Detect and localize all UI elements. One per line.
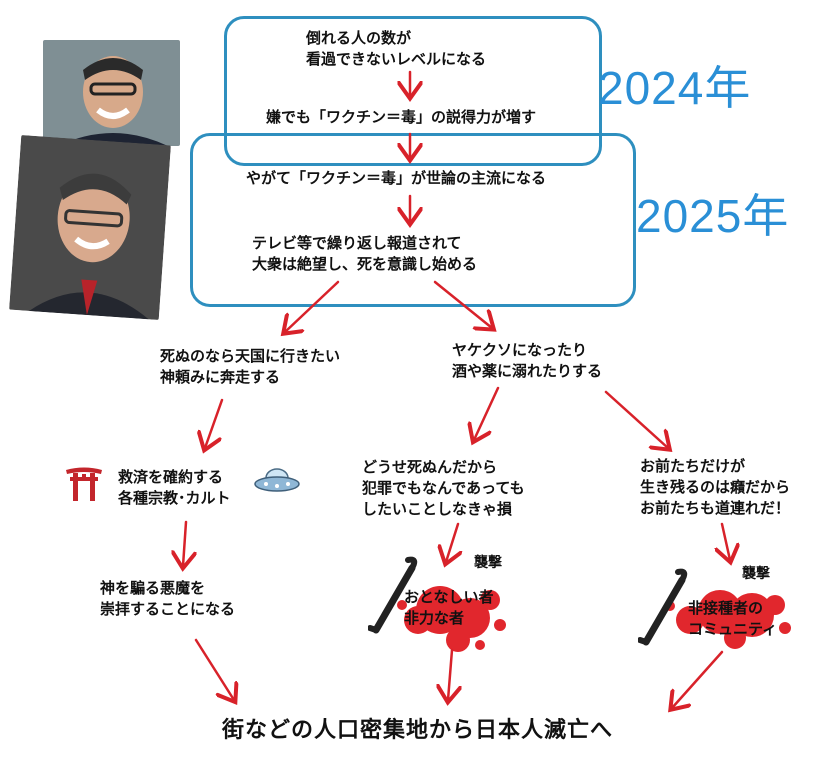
- crowbar-icon: [367, 556, 424, 636]
- box-2024: [224, 16, 602, 166]
- level3-spite: お前たちだけが 生き残るのは癪だから お前たちも道連れだ！: [640, 457, 791, 517]
- level3-cult: 救済を確約する 各種宗教･カルト: [118, 468, 231, 507]
- box2025-line2: テレビ等で繰り返し報道されて 大衆は絶望し、死を意識し始める: [252, 234, 478, 273]
- arrow-cult-down: [183, 520, 186, 566]
- arrow-right-mid: [474, 386, 500, 440]
- arrow-split-right: [433, 280, 492, 328]
- branch-right: ヤケクソになったり 酒や薬に溺れたりする: [452, 341, 603, 380]
- year-2024-label: 2024年: [598, 62, 752, 114]
- crowbar-icon: [637, 568, 694, 648]
- victims-mid: おとなしい者 非力な者: [404, 588, 494, 627]
- level4-devil: 神を騙る悪魔を 崇拝することになる: [100, 579, 236, 618]
- victims-right: 非接種者の コミュニティ: [688, 599, 778, 638]
- torii-icon: [64, 465, 104, 501]
- arrow-mid-to-end: [448, 648, 452, 700]
- arrow-right-right: [604, 390, 668, 448]
- attack-label-right: 襲撃: [742, 566, 770, 582]
- attack-label-mid: 襲撃: [474, 555, 502, 571]
- arrow-despair-down: [446, 522, 458, 562]
- box2024-line1: 倒れる人の数が 看過できないレベルになる: [306, 29, 487, 68]
- branch-left: 死ぬのなら天国に行きたい 神頼みに奔走する: [160, 347, 341, 386]
- box2025-line1: やがて「ワクチン＝毒」が世論の主流になる: [246, 169, 547, 187]
- arrow-left-down: [205, 398, 224, 448]
- box-2025: [190, 133, 636, 307]
- arrow-devil-to-end: [194, 638, 234, 700]
- photo-middle-left: [9, 134, 171, 321]
- box2024-line2: 嫌でも「ワクチン＝毒」の説得力が増す: [266, 108, 537, 126]
- level3-despair: どうせ死ぬんだから 犯罪でもなんであっても したいことしなきゃ損: [362, 458, 525, 518]
- ufo-icon: [254, 466, 300, 496]
- year-2025-label: 2025年: [636, 190, 790, 242]
- arrow-split-left: [285, 280, 340, 332]
- arrow-spite-down: [722, 522, 730, 560]
- photo-top-left: [43, 40, 180, 146]
- conclusion-text: 街などの人口密集地から日本人滅亡へ: [222, 718, 614, 743]
- arrow-right-to-end: [672, 650, 724, 708]
